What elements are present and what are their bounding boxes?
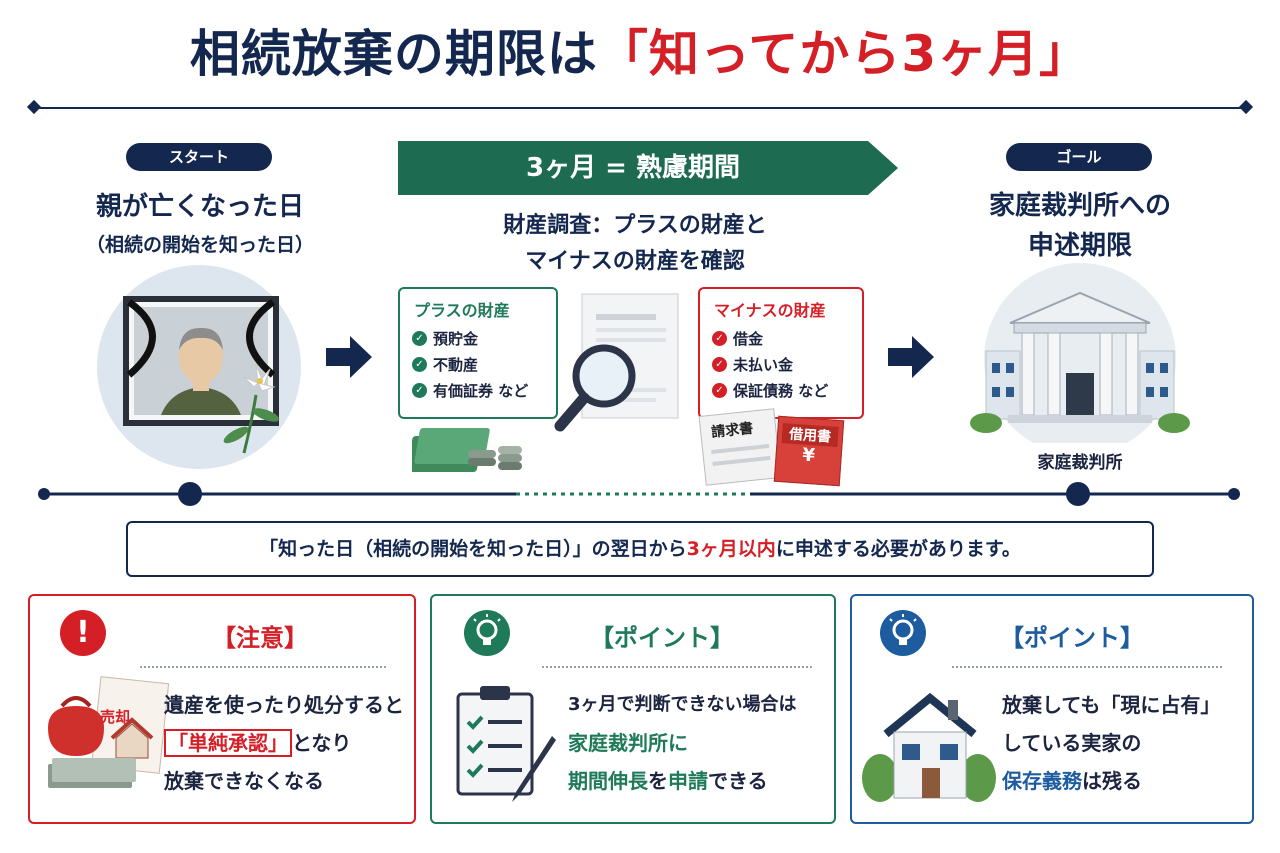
courthouse-illustration [970,263,1190,443]
check-icon: ✓ [412,356,427,372]
minus-assets-card: マイナスの財産 ✓借金 ✓未払い金 ✓保証債務 など [698,287,864,419]
minus-item: ✓未払い金 [712,351,862,377]
memorial-portrait-illustration [97,265,301,469]
flow-arrow-left-icon [326,336,372,378]
plus-item: ✓有価証券 など [412,377,556,403]
title-emphasis: 「知ってから3ヶ月」 [597,25,1091,83]
point2-title: 【ポイント】 [1000,624,1144,652]
lightbulb-icon [464,610,510,656]
goal-title: 家庭裁判所への 申述期限 [988,191,1171,261]
period-banner: 3ヶ月 = 熟慮期間 [526,153,740,183]
goal-pill: ゴール [1006,143,1152,171]
check-icon: ✓ [712,330,727,346]
title-main: 相続放棄の期限は [189,25,598,83]
plus-item: ✓不動産 [412,351,556,377]
page-title: 相続放棄の期限は「知ってから3ヶ月」 [0,14,1280,86]
divider-end-right [1238,99,1254,115]
check-icon: ✓ [712,356,727,372]
caution-panel: ! 【注意】 売却 遺産を使ったり処分すると 「単純承認」となり 放棄できなくな… [28,594,416,824]
survey-line-1: 財産調査：プラスの財産と [503,213,767,238]
minus-item: ✓保証債務 など [712,377,862,403]
house-icon [862,692,996,802]
point-panel-house: 【ポイント】 放棄しても「現に占有」 している実家の 保存義務は残る [850,594,1254,824]
preservation-duty-term: 保存義務 [1002,769,1082,793]
plus-assets-card: プラスの財産 ✓預貯金 ✓不動産 ✓有価証券 など [398,287,558,419]
point1-title: 【ポイント】 [590,624,734,652]
check-icon: ✓ [412,382,427,398]
minus-assets-title: マイナスの財産 [714,301,826,320]
caution-divider [140,666,386,668]
money-stack-icon [412,428,522,472]
start-title: 親が亡くなった日 [95,192,304,222]
loan-document: 借用書 ¥ [773,415,845,487]
point1-body: 3ヶ月で判断できない場合は 家庭裁判所に 期間伸長を申請できる [568,694,797,793]
loan-label: 借用書 [781,423,839,447]
minus-item: ✓借金 [712,325,862,351]
invoice-document: 請求書 [698,408,782,486]
start-subtitle: （相続の開始を知った日） [85,234,314,256]
invoice-label: 請求書 [710,420,754,441]
survey-line-2: マイナスの財産を確認 [525,249,745,274]
check-icon: ✓ [412,330,427,346]
point2-body: 放棄しても「現に占有」 している実家の 保存義務は残る [1002,693,1221,793]
simple-acceptance-term: 「単純承認」 [164,729,292,757]
point-panel-extension: 【ポイント】 3ヶ月で判断できない場合は 家庭裁判所に 期間伸長を申請できる [430,594,836,824]
yen-icon: ¥ [801,444,816,467]
sale-items-illustration [48,676,170,788]
point2-divider [952,666,1222,668]
start-pill: スタート [126,143,272,171]
deadline-emphasis: 3ヶ月以内 [686,538,776,560]
plus-item: ✓預貯金 [412,325,556,351]
courthouse-label: 家庭裁判所 [1037,453,1123,473]
divider-end-left [26,99,42,115]
check-icon: ✓ [712,382,727,398]
period-banner-shape [398,141,898,195]
lightbulb-icon [880,610,926,656]
warning-icon: ! [60,610,106,656]
clipboard-checklist-icon [456,686,556,802]
caution-body: 遺産を使ったり処分すると 「単純承認」となり 放棄できなくなる [164,693,404,793]
plus-assets-title: プラスの財産 [414,301,510,320]
flow-arrow-right-icon [888,336,934,378]
survey-text: 財産調査：プラスの財産と マイナスの財産を確認 [400,208,870,280]
document-magnifier-icon [554,293,679,432]
timeline [38,482,1240,506]
sold-label: 売却 [100,708,131,726]
point1-divider [542,666,812,668]
title-divider [34,107,1246,109]
deadline-note: 「知った日（相続の開始を知った日）」の翌日から3ヶ月以内に申述する必要があります… [126,521,1154,577]
caution-title: 【注意】 [212,624,308,652]
